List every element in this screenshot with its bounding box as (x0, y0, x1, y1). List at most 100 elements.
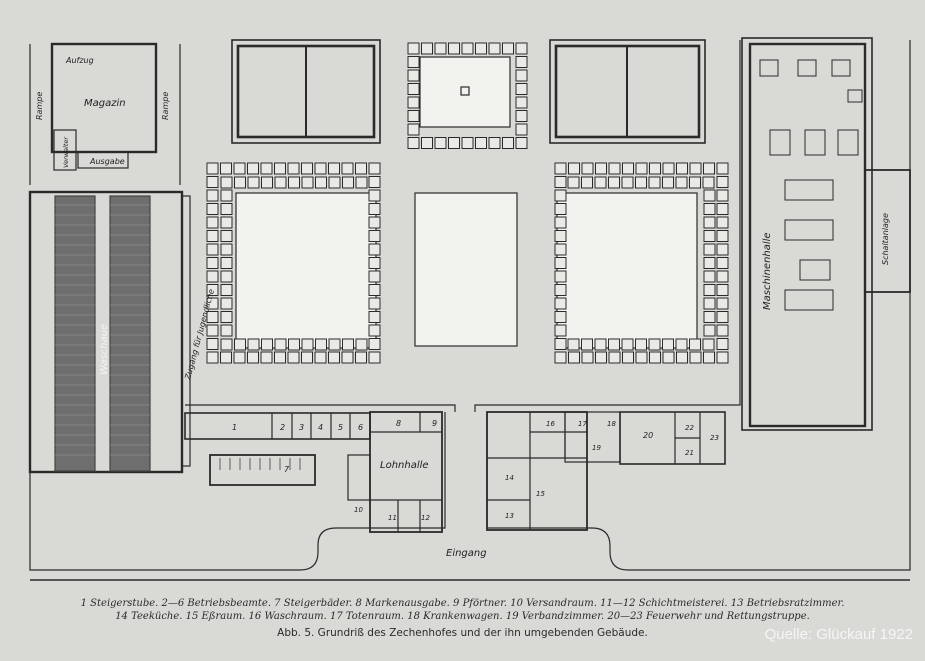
courtyard-cell (608, 351, 621, 364)
courtyard-cell (689, 162, 702, 175)
courtyard-cell (261, 176, 273, 189)
courtyard-cell (635, 338, 647, 351)
courtyard-cell (662, 162, 675, 175)
courtyard-cell (622, 351, 634, 364)
room-number: 7 (284, 465, 290, 474)
courtyard-cell (220, 230, 233, 242)
courtyard-cell (703, 203, 716, 215)
courtyard-cell (716, 216, 729, 229)
courtyard-cell (220, 203, 233, 215)
room-number: 15 (536, 490, 545, 498)
courtyard-cell (581, 162, 594, 175)
room-number: 11 (388, 514, 397, 522)
courtyard-cell (703, 243, 716, 256)
courtyard-cell (515, 56, 528, 68)
courtyard-cell (716, 203, 729, 215)
courtyard-cell (502, 137, 514, 149)
courtyard-cell (703, 324, 716, 337)
courtyard-cell (689, 338, 701, 351)
courtyard-cell (234, 176, 246, 189)
courtyard-cell (274, 351, 286, 364)
courtyard-cell (475, 137, 487, 149)
courtyard-cell (703, 270, 716, 283)
courtyard-cell (515, 69, 528, 82)
courtyard-cell (206, 311, 219, 323)
courtyard-cell (368, 216, 381, 229)
room-number: 10 (354, 506, 363, 514)
courtyard-cell (301, 176, 314, 189)
courtyard-cell (355, 162, 367, 175)
room-10-annex (347, 454, 371, 501)
room-dividers-1-6 (271, 413, 351, 439)
courtyard-cell (368, 338, 381, 350)
courtyard-cell (635, 176, 647, 189)
lohnhalle-building (369, 411, 443, 533)
courtyard-cell (274, 176, 287, 189)
courtyard-cell (368, 324, 381, 337)
courtyard-cell (703, 284, 716, 296)
room-number: 19 (592, 444, 601, 452)
label-schaltanlage: Schaltanlage (881, 213, 890, 265)
courtyard-cell (220, 189, 233, 202)
label-eingang: Eingang (446, 548, 487, 559)
courtyard-cell (315, 338, 327, 351)
courtyard-cell (328, 338, 341, 351)
courtyard-cell (635, 162, 648, 175)
courtyard-cell (554, 284, 567, 296)
courtyard-cell (220, 257, 233, 269)
courtyard-cell (287, 162, 300, 175)
courtyard-cell (368, 311, 381, 323)
courtyard-cell (368, 189, 381, 202)
courtyard-cell (515, 137, 528, 149)
building-top-right (549, 39, 706, 144)
ground-boundary (29, 40, 911, 571)
courtyard-cell (515, 42, 528, 55)
courtyard-cell (220, 176, 233, 189)
waschaue-hall-right (109, 195, 151, 472)
courtyard-cell (716, 311, 729, 323)
courtyard-cell (461, 137, 474, 149)
courtyard-cell (368, 351, 381, 364)
courtyard-cell (407, 42, 420, 55)
courtyard-cell (502, 42, 514, 55)
courtyard-cell (554, 189, 567, 202)
courtyard-cell (488, 42, 501, 55)
courtyard-cell (703, 162, 715, 175)
courtyard-cell (220, 284, 233, 296)
courtyard-cell (622, 162, 634, 175)
courtyard-cell (662, 351, 675, 364)
figure-caption: Abb. 5. Grundriß des Zechenhofes und der… (277, 627, 648, 639)
courtyard-cell (328, 351, 340, 364)
courtyard-cell (260, 351, 273, 364)
label-rampe-left: Rampe (35, 92, 44, 120)
room-number: 9 (432, 419, 437, 428)
court-center-field (414, 192, 518, 347)
court-top-field (419, 56, 511, 128)
court-edge-right (474, 40, 741, 412)
label-verwalter: Verwalter (62, 136, 70, 168)
courtyard-cell (648, 176, 661, 189)
courtyard-cell (247, 338, 260, 351)
courtyard-cell (206, 324, 219, 337)
courtyard-cell (716, 270, 729, 283)
courtyard-cell (206, 270, 219, 283)
courtyard-cell (220, 270, 233, 283)
courtyard-cell (301, 162, 313, 175)
courtyard-cell (220, 297, 233, 310)
courtyard-cell (567, 176, 580, 189)
courtyard-cell (368, 297, 381, 310)
courtyard-cell (716, 162, 729, 175)
room-number: 4 (318, 423, 323, 432)
courtyard-cell (648, 338, 661, 351)
courtyard-cell (689, 351, 702, 364)
courtyard-cell (206, 297, 219, 310)
courtyard-cell (649, 162, 661, 175)
courtyard-cell (301, 338, 314, 351)
courtyard-cell (206, 338, 219, 350)
courtyard-cell (662, 338, 674, 351)
courtyard-cell (554, 230, 567, 242)
courtyard-cell (247, 176, 260, 189)
court-left-field (235, 192, 377, 349)
courtyard-cell (206, 162, 219, 175)
